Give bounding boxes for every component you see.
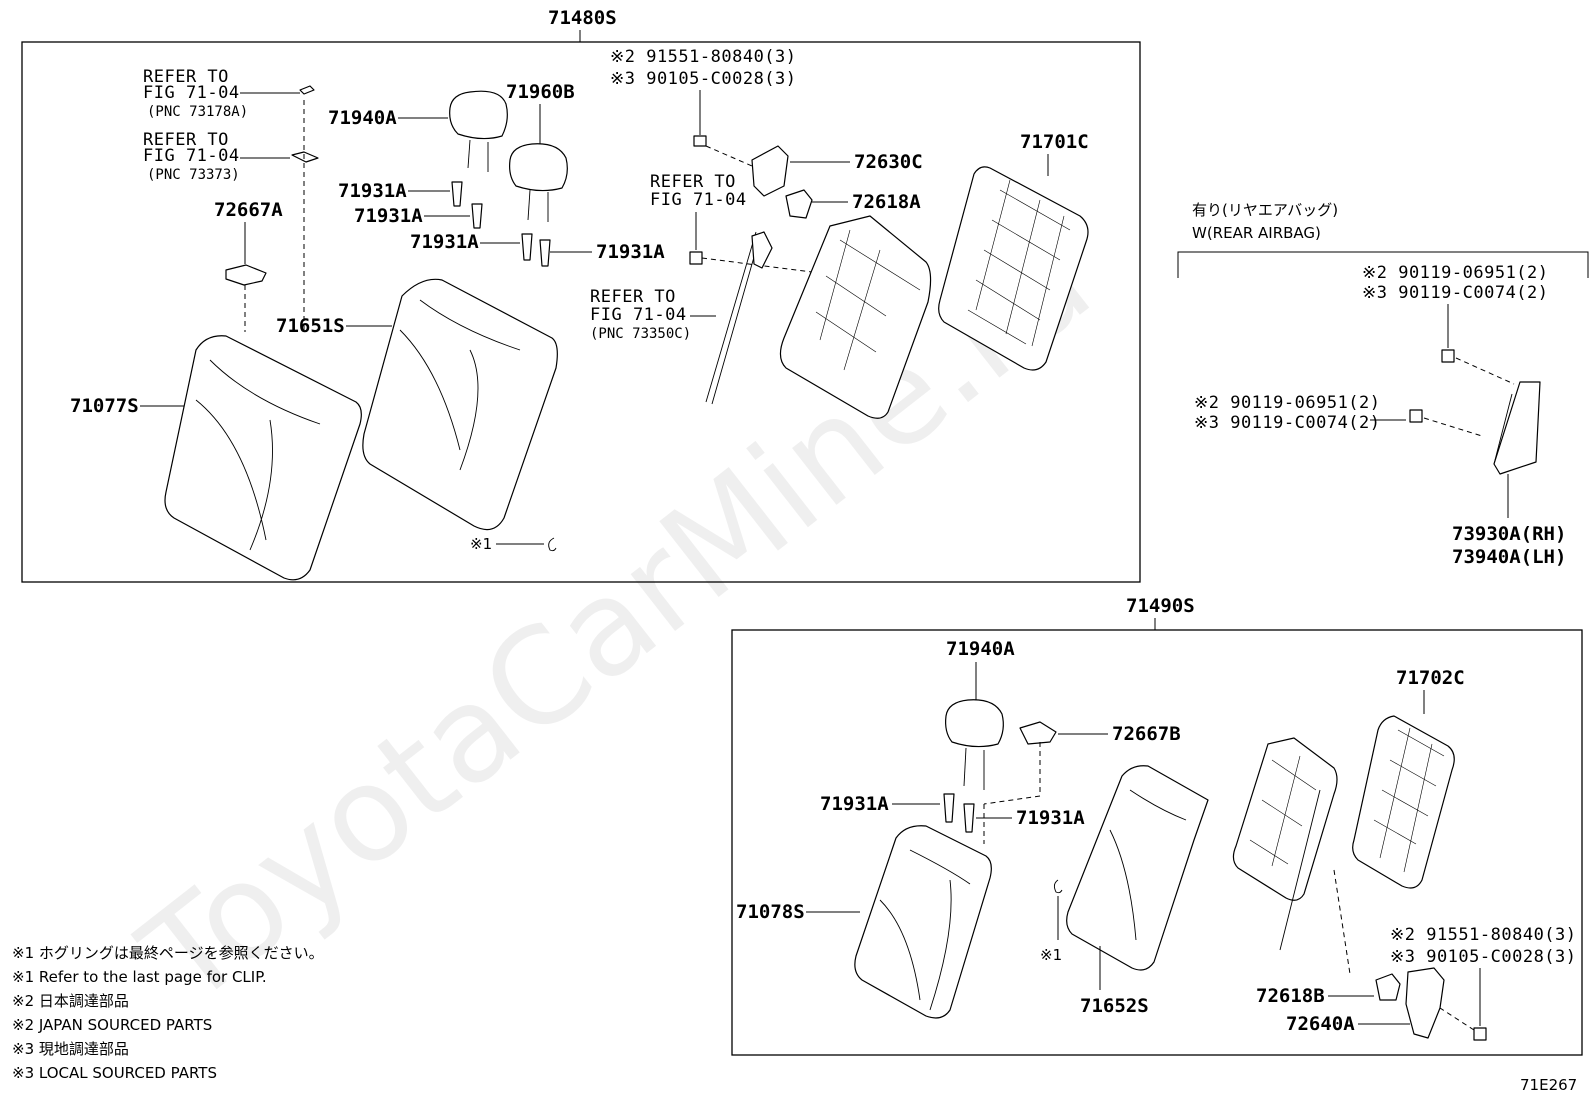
svg-text:(PNC 73178A): (PNC 73178A) (147, 104, 248, 120)
svg-text:REFER TO: REFER TO (650, 172, 736, 192)
part-label-71960b: 71960B (506, 81, 575, 103)
part-label-r71702c: 71702C (1396, 667, 1465, 689)
note-3-en: ※3 LOCAL SOURCED PARTS (12, 1064, 217, 1082)
part-label-71077s: 71077S (70, 395, 139, 417)
svg-text:REFER TO: REFER TO (590, 287, 676, 307)
headrest-71960b-icon (509, 143, 568, 192)
part-label-r71940a: 71940A (946, 638, 1015, 660)
assembly-frame-right (731, 629, 1583, 1056)
bolt-icon (693, 135, 707, 147)
part-label-r71931a-1: 71931A (820, 793, 889, 815)
svg-text:(PNC 73373): (PNC 73373) (147, 167, 240, 183)
refer-note-2: REFER TO FIG 71-04 (PNC 73373) (143, 130, 240, 183)
guide-r71931a-2-icon (963, 803, 975, 833)
svg-text:(PNC 73350C): (PNC 73350C) (590, 326, 691, 342)
diagram-code: 71E267 (1520, 1076, 1577, 1094)
bolt-label-right-1: ※2 91551-80840(3) (1390, 925, 1577, 945)
part-label-r72618b: 72618B (1256, 985, 1325, 1007)
airbag-header-jp: 有り(リヤエアバッグ) (1192, 201, 1338, 219)
part-label-r72667b: 72667B (1112, 723, 1181, 745)
seatback-frame-icon (779, 215, 932, 419)
part-label-71931a-4: 71931A (596, 241, 665, 263)
airbag-bolt-label-1b: ※3 90119-C0074(2) (1362, 283, 1549, 303)
bolt-right-icon (1473, 1027, 1487, 1041)
hog-ring-right-icon (1053, 879, 1063, 894)
seat-pad-r71652s-icon (1066, 765, 1209, 971)
bolt-label-top-2: ※3 90105-C0028(3) (610, 69, 797, 89)
svg-text:FIG 71-04: FIG 71-04 (143, 83, 240, 103)
part-label-71701c: 71701C (1020, 131, 1089, 153)
part-label-r71652s: 71652S (1080, 995, 1149, 1017)
refer-note-3: REFER TO FIG 71-04 (650, 172, 747, 210)
bracket-72667a-icon (225, 264, 267, 286)
svg-text:REFER TO: REFER TO (143, 130, 229, 150)
bolt-label-top-1: ※2 91551-80840(3) (610, 47, 797, 67)
guide-71931a-2-icon (471, 203, 483, 229)
airbag-header-en: W(REAR AIRBAG) (1192, 224, 1321, 242)
part-label-r72640a: 72640A (1286, 1013, 1355, 1035)
part-label-73930a: 73930A(RH) (1452, 523, 1566, 545)
part-label-71651s: 71651S (276, 315, 345, 337)
headrest-r71940a-icon (945, 699, 1004, 748)
bracket-72667b-icon (1019, 721, 1057, 745)
guide-71931a-4-icon (539, 239, 551, 267)
part-label-71940a: 71940A (328, 107, 397, 129)
refer-note-1: REFER TO FIG 71-04 (PNC 73178A) (143, 67, 248, 120)
seat-cover-r71078s-icon (854, 825, 992, 1019)
guide-r71931a-1-icon (943, 793, 955, 823)
part-label-71931a-2: 71931A (354, 205, 423, 227)
seat-pad-71651s-icon (362, 278, 558, 531)
clip-note-right: ※1 (1040, 946, 1062, 964)
note-1-jp: ※1 ホグリングは最終ページを参照ください。 (12, 944, 324, 962)
hog-ring-icon (548, 537, 557, 552)
clip-73178a-icon (299, 85, 315, 95)
guide-71931a-3-icon (521, 233, 533, 261)
nut-icon (689, 251, 703, 265)
part-label-73940a: 73940A(LH) (1452, 546, 1566, 568)
part-label-r71931a-2: 71931A (1016, 807, 1085, 829)
assembly-label-right: 71490S (1126, 595, 1195, 617)
headrest-71940a-icon (449, 90, 508, 140)
note-2-jp: ※2 日本調達部品 (12, 992, 129, 1010)
refer-note-4: REFER TO FIG 71-04 (PNC 73350C) (590, 287, 691, 342)
clip-73373-icon (291, 151, 319, 163)
part-label-72667a: 72667A (214, 199, 283, 221)
airbag-bolt-label-1a: ※2 90119-06951(2) (1362, 263, 1549, 283)
board-71701c-icon (938, 166, 1089, 371)
bolt-label-right-2: ※3 90105-C0028(3) (1390, 947, 1577, 967)
part-label-r71078s: 71078S (736, 901, 805, 923)
part-label-72618a: 72618A (852, 191, 921, 213)
side-airbag-icon (1493, 381, 1541, 475)
svg-text:FIG 71-04: FIG 71-04 (650, 190, 747, 210)
belt-rod-icon (705, 231, 761, 405)
assembly-frame-left (21, 41, 1141, 583)
seat-cover-71077s-icon (164, 335, 362, 581)
part-label-71931a-1: 71931A (338, 180, 407, 202)
svg-text:FIG 71-04: FIG 71-04 (590, 305, 687, 325)
assembly-label-left: 71480S (548, 7, 617, 29)
svg-text:REFER TO: REFER TO (143, 67, 229, 87)
svg-text:FIG 71-04: FIG 71-04 (143, 146, 240, 166)
hinge-r72640a-icon (1405, 967, 1445, 1039)
seatback-frame-right-icon (1232, 737, 1338, 901)
hinge-72630c-icon (751, 145, 789, 197)
note-1-en: ※1 Refer to the last page for CLIP. (12, 968, 267, 986)
cover-72618a-icon (785, 189, 813, 219)
note-2-en: ※2 JAPAN SOURCED PARTS (12, 1016, 212, 1034)
airbag-bolt-label-2a: ※2 90119-06951(2) (1194, 393, 1381, 413)
part-label-72630c: 72630C (854, 151, 923, 173)
airbag-bolt-2-icon (1409, 409, 1423, 423)
cover-r72618b-icon (1375, 973, 1401, 1001)
airbag-bolt-1-icon (1441, 349, 1455, 363)
note-3-jp: ※3 現地調達部品 (12, 1040, 129, 1058)
part-label-71931a-3: 71931A (410, 231, 479, 253)
guide-71931a-1-icon (451, 181, 463, 207)
clip-note-left: ※1 (470, 535, 492, 553)
airbag-bolt-label-2b: ※3 90119-C0074(2) (1194, 413, 1381, 433)
